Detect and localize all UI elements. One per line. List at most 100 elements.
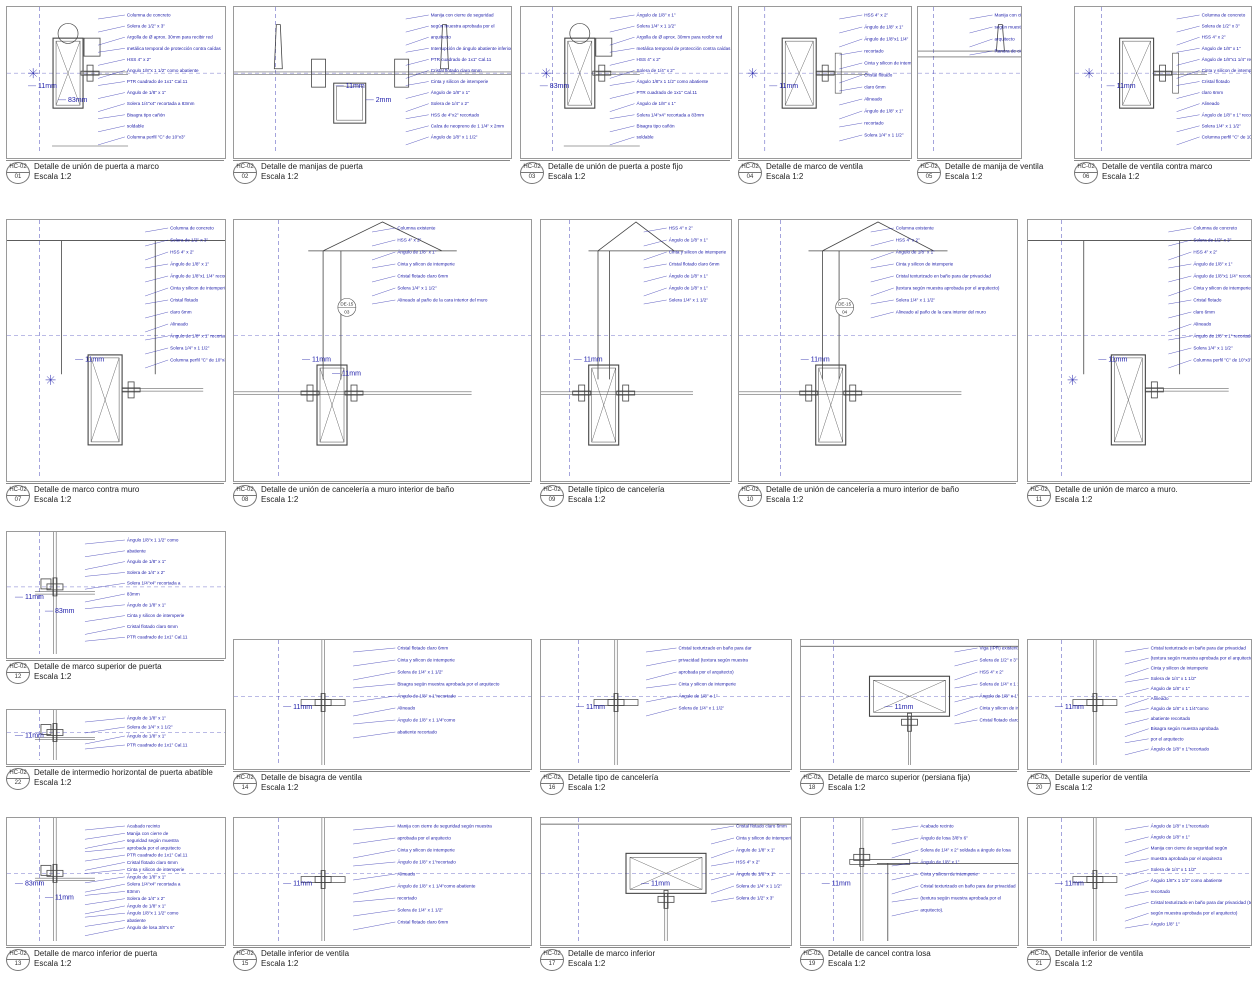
title-block: HC-02 16 Detalle tipo de cancelería Esca…	[540, 771, 790, 795]
annotation-label: Alineado	[397, 706, 415, 711]
annotation-label: Ángulo de 1/8" x 1"	[127, 558, 166, 564]
angle-clip	[1150, 381, 1158, 399]
annotation-label: Ángulo de 1/8" x 1"	[127, 601, 166, 607]
leader-line	[353, 671, 396, 681]
annotation-label: Ángulo de 1/8" x 1" recortado	[1193, 333, 1251, 339]
leader-line	[645, 707, 677, 717]
sheet-code: HC-02	[741, 487, 759, 493]
leader-line	[98, 125, 125, 133]
leader-line	[954, 683, 978, 689]
leader-line	[710, 873, 735, 881]
sheet-code: HC-02	[543, 775, 561, 781]
annotation-label: Cristal texturizado en baño para dar pri…	[896, 274, 992, 279]
drawing-linework	[801, 640, 1018, 765]
dimension-label: 11mm	[38, 83, 57, 90]
leader-line	[84, 920, 125, 927]
leader-line	[891, 873, 919, 881]
detail-title: Detalle de bisagra de ventila	[261, 773, 362, 782]
ptr-tube	[83, 37, 101, 57]
angle-clip	[314, 876, 332, 883]
annotation-label: Columna perfil "C" de 10"x3"	[1193, 358, 1251, 363]
leader-line	[405, 14, 429, 20]
sheet-code: HC-02	[803, 951, 821, 957]
annotation-label: abatiente	[127, 548, 146, 553]
annotation-label: recortado	[397, 896, 417, 901]
detail-marker: HC-02 14	[233, 773, 257, 795]
annotation-label: Solera 1/4" x 1 1/2"	[1193, 346, 1233, 351]
leader-line	[954, 719, 978, 725]
leader-line	[609, 25, 635, 33]
detail-number: 20	[1028, 783, 1050, 793]
callout-number: 03	[344, 309, 350, 314]
leader-line	[839, 50, 863, 56]
leader-line	[84, 583, 125, 590]
solera-bar	[300, 876, 346, 883]
annotation-label: Ángulo de 1/8"x1 1/4" recortado	[1202, 56, 1251, 62]
annotation-label: Manija con cierre de seguridad	[995, 13, 1022, 18]
annotation-label: Cinta y silicon de intemperie	[1193, 286, 1251, 291]
leader-line	[84, 561, 125, 570]
annotation-label: Columna existente	[397, 226, 435, 231]
leader-line	[84, 726, 125, 734]
detail-scale: Escala 1:2	[34, 959, 72, 968]
annotation-label: PTR cuadrado de 1x1" Cal.11	[127, 853, 188, 858]
leader-line	[1176, 14, 1200, 20]
title-block: HC-02 11 Detalle de unión de marco a mur…	[1027, 483, 1250, 507]
sheet-code: HC-02	[1030, 951, 1048, 957]
detail-number: 10	[739, 495, 761, 505]
leader-line	[84, 604, 125, 609]
detail-marker: HC-02 13	[6, 949, 30, 971]
angle-clip	[86, 64, 94, 82]
title-rule	[520, 160, 730, 161]
angle-clip	[121, 387, 141, 393]
angle-clip	[907, 712, 912, 732]
angle-clip	[306, 384, 314, 402]
detail-scale: Escala 1:2	[828, 959, 866, 968]
detail-marker: HC-02 12	[6, 662, 30, 684]
annotation-label: Solera de 1/2" x 3"	[736, 896, 774, 901]
leader-line	[84, 744, 125, 750]
annotation-label: Acabado recinto	[920, 824, 954, 829]
detail-panel-22: Ángulo de 1/8" x 1"Solera de 1/4" x 1 1/…	[6, 709, 226, 765]
sheet-code: HC-02	[236, 487, 254, 493]
angle-clip	[1086, 699, 1104, 706]
annotation-label: Solera 1/4"x4" recortada a	[127, 581, 181, 586]
leader-line	[609, 14, 635, 20]
leader-line	[84, 862, 125, 871]
detail-number: 02	[234, 172, 256, 182]
leader-line	[353, 897, 396, 903]
detail-number: 03	[521, 172, 543, 182]
title-block: HC-02 22 Detalle de intermedio horizonta…	[6, 766, 224, 790]
leader-line	[643, 227, 667, 233]
leader-line	[353, 861, 396, 867]
annotation-label: Ángulo de 1/8" x 1"recortado	[397, 859, 456, 865]
annotation-label: Calza de neopreno de 1 1/4" x 2mm	[431, 123, 505, 128]
leader-line	[84, 833, 125, 840]
leader-line	[643, 275, 667, 283]
annotation-label: Alineado	[864, 97, 882, 102]
angle-clip	[616, 390, 636, 396]
annotation-label: Columna perfil "C" de 10"x3"	[127, 134, 186, 139]
annotation-label: Ángulo de 1/8" x 1"	[679, 693, 718, 699]
annotation-label: aprobada por el arquitecto	[397, 836, 451, 841]
angle-clip	[613, 693, 619, 712]
angle-clip	[300, 390, 320, 396]
sheet-code: HC-02	[1077, 164, 1095, 170]
sheet-code: HC-02	[236, 775, 254, 781]
leader-line	[870, 227, 894, 233]
annotation-label: PTR cuadrado de 1x1" Cal.11	[127, 635, 188, 640]
leader-line	[145, 275, 169, 283]
drawing-linework	[234, 818, 531, 941]
angle-clip	[901, 718, 918, 726]
leader-line	[1124, 913, 1149, 922]
wall-section	[597, 221, 675, 252]
annotation-label: Ángulo de 1/8" x 1"	[127, 715, 166, 721]
